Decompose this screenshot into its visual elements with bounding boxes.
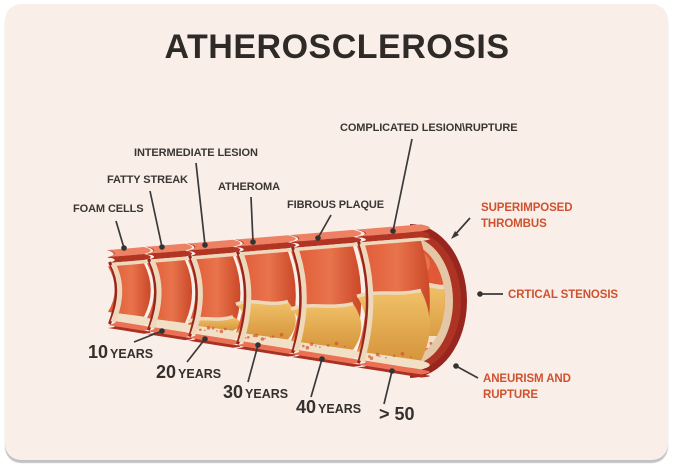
year-unit: YEARS: [245, 387, 289, 401]
label-complicated-lesion-rupture: COMPLICATED LESION\RUPTURE: [340, 122, 518, 134]
label-fibrous-plaque: FIBROUS PLAQUE: [287, 199, 384, 211]
label-intermediate-lesion: INTERMEDIATE LESION: [134, 147, 258, 159]
year-unit: YEARS: [178, 367, 222, 381]
leader-lines: [115, 138, 503, 405]
artery-segment-3: [187, 239, 241, 348]
label-foam-cells: FOAM CELLS: [73, 203, 144, 215]
year-unit: YEARS: [110, 347, 154, 361]
year-unit: YEARS: [318, 402, 362, 416]
year-value: 40: [296, 397, 317, 417]
label-aneurism-and-rupture: ANEURISM AND RUPTURE: [483, 373, 571, 401]
year-value: > 50: [379, 404, 415, 424]
year-value: 10: [88, 342, 109, 362]
artery-segment-2: [146, 243, 193, 341]
artery-segment-5: [290, 229, 362, 367]
artery-segment-4: [235, 235, 296, 357]
label-fatty-streak: FATTY STREAK: [107, 174, 188, 186]
year-value: 20: [156, 362, 177, 382]
timeline-label-over-50-years: > 50: [379, 404, 417, 425]
label-superimposed-thrombus: SUPERIMPOSED THROMBUS: [481, 202, 573, 230]
label-atheroma: ATHEROMA: [218, 181, 280, 193]
artery-segment-1: [107, 247, 151, 334]
page-title: ATHEROSCLEROSIS: [164, 28, 510, 66]
label-critical-stenosis: CRTICAL STENOSIS: [508, 289, 619, 301]
artery-segment-6: [356, 224, 430, 378]
year-value: 30: [223, 382, 244, 402]
